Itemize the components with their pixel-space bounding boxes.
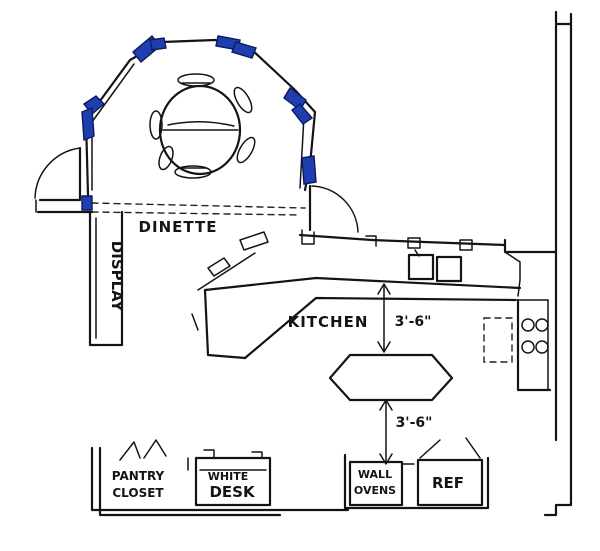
window-left-lower — [81, 106, 95, 142]
wall-ovens — [348, 460, 415, 507]
wall-ovens-label-line1: WALL — [358, 468, 392, 481]
dinette-label: DINETTE — [139, 218, 218, 236]
dinette-soffit-line-2 — [91, 211, 301, 216]
pantry-closet — [119, 439, 167, 461]
refrigerator — [416, 437, 484, 507]
pantry-label-line1: PANTRY — [112, 469, 165, 483]
kitchen-back-wall — [298, 229, 507, 251]
wall-ovens-label-line2: OVENS — [354, 484, 396, 497]
sink — [407, 249, 463, 283]
ref-label: REF — [432, 474, 464, 492]
kitchen-label: KITCHEN — [288, 313, 369, 331]
bottom-wall — [90, 446, 490, 517]
desk — [194, 449, 272, 507]
window-upper-right — [231, 41, 257, 59]
right-exterior-wall — [503, 10, 573, 517]
window-right-lower — [291, 103, 314, 125]
clearance-label-bottom: 3'-6" — [396, 415, 433, 431]
window-top-left — [149, 37, 167, 51]
window-left-door-jamb — [81, 195, 93, 211]
display-cabinet — [88, 210, 124, 347]
window-right-side — [301, 155, 317, 185]
right-counter — [483, 251, 552, 392]
cooktop — [521, 318, 549, 354]
peninsula-counter — [191, 252, 522, 360]
display-label: DISPLAY — [108, 241, 126, 313]
bay-windows — [81, 35, 317, 211]
desk-label-line2: DESK — [209, 483, 256, 501]
clearance-dimension-top — [377, 283, 391, 353]
dinette-chairs — [149, 73, 256, 179]
dinette-right-door — [308, 184, 359, 233]
desk-label-line1: WHITE — [208, 470, 248, 483]
dinette-side-door — [34, 146, 94, 214]
center-island — [328, 353, 454, 402]
clearance-dimension-bottom — [379, 399, 393, 465]
clearance-label-top: 3'-6" — [395, 314, 432, 330]
pantry-label-line2: CLOSET — [112, 486, 164, 500]
dinette-bay-walls — [84, 38, 317, 197]
bar-stools — [207, 231, 269, 277]
dinette-soffit-line — [91, 202, 306, 209]
